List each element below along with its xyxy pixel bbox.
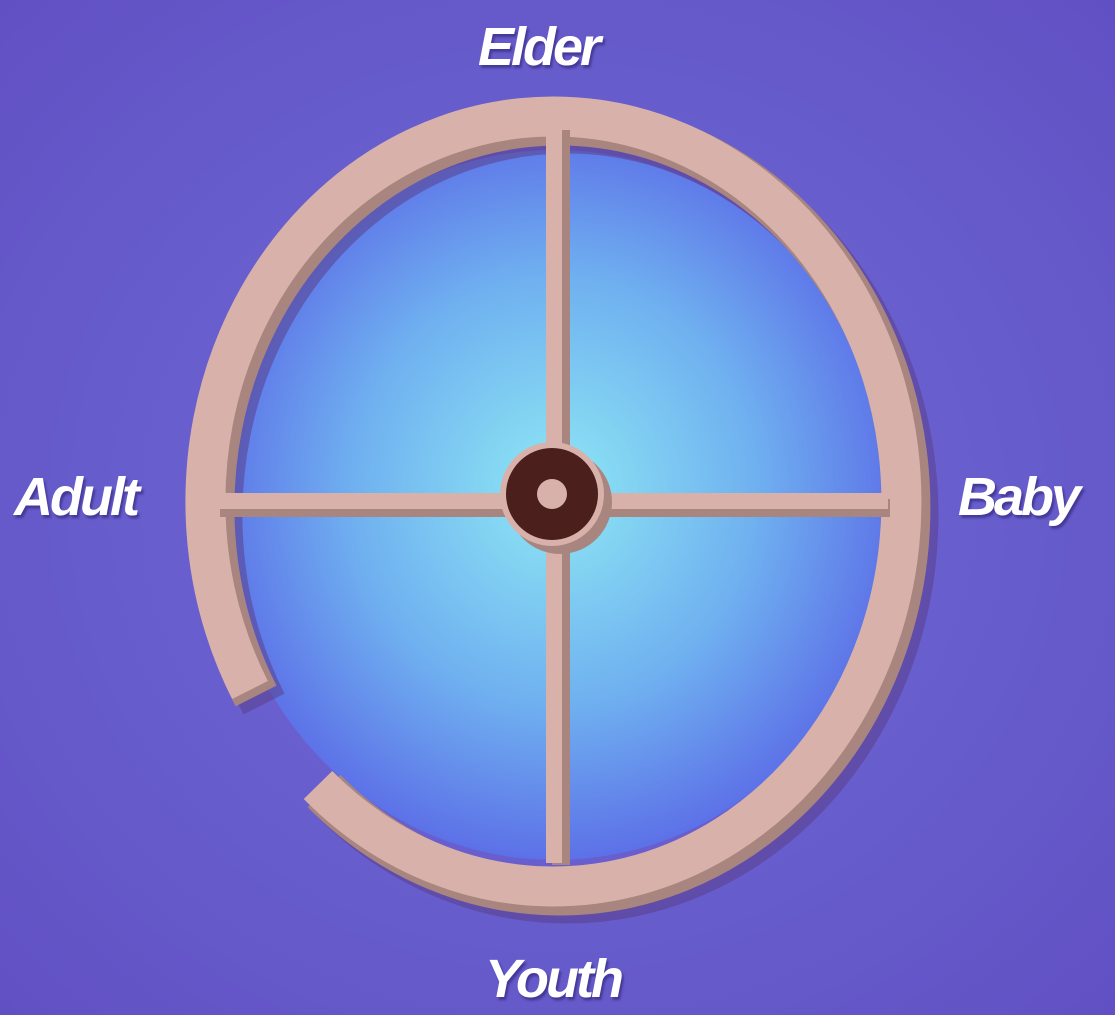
label-adult: Adult [14, 470, 137, 524]
label-baby: Baby [958, 470, 1078, 524]
label-youth: Youth [485, 952, 621, 1006]
label-elder: Elder [478, 20, 598, 74]
hub-center-dot [537, 479, 567, 509]
